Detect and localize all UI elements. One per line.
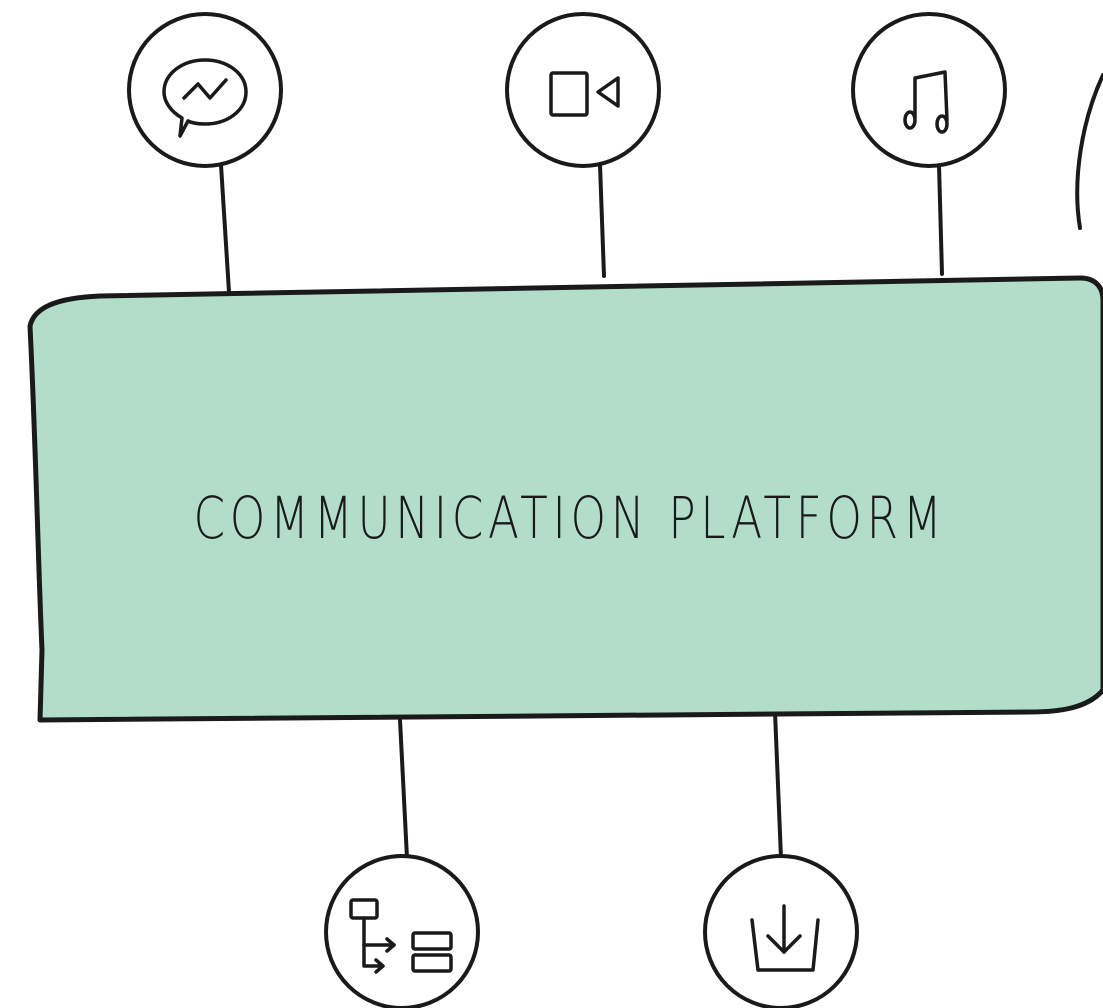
workflow-hierarchy-icon	[349, 898, 453, 974]
messenger-node[interactable]	[127, 12, 283, 168]
video-camera-icon	[549, 71, 620, 117]
connector-workflow	[398, 718, 409, 860]
workflow-node[interactable]	[324, 854, 480, 1008]
platform-title: COMMUNICATION PLATFORM	[193, 484, 947, 552]
partial-arc-decoration	[1075, 73, 1103, 230]
connector-download	[773, 710, 783, 860]
download-tray-icon	[750, 904, 820, 972]
download-node[interactable]	[703, 854, 859, 1008]
music-node[interactable]	[851, 12, 1007, 168]
messenger-icon	[162, 58, 248, 138]
connector-music	[937, 163, 944, 276]
music-note-icon	[903, 70, 949, 134]
connector-messenger	[219, 163, 231, 294]
connector-video	[598, 163, 606, 278]
platform-box	[27, 275, 1103, 723]
video-node[interactable]	[505, 12, 661, 168]
